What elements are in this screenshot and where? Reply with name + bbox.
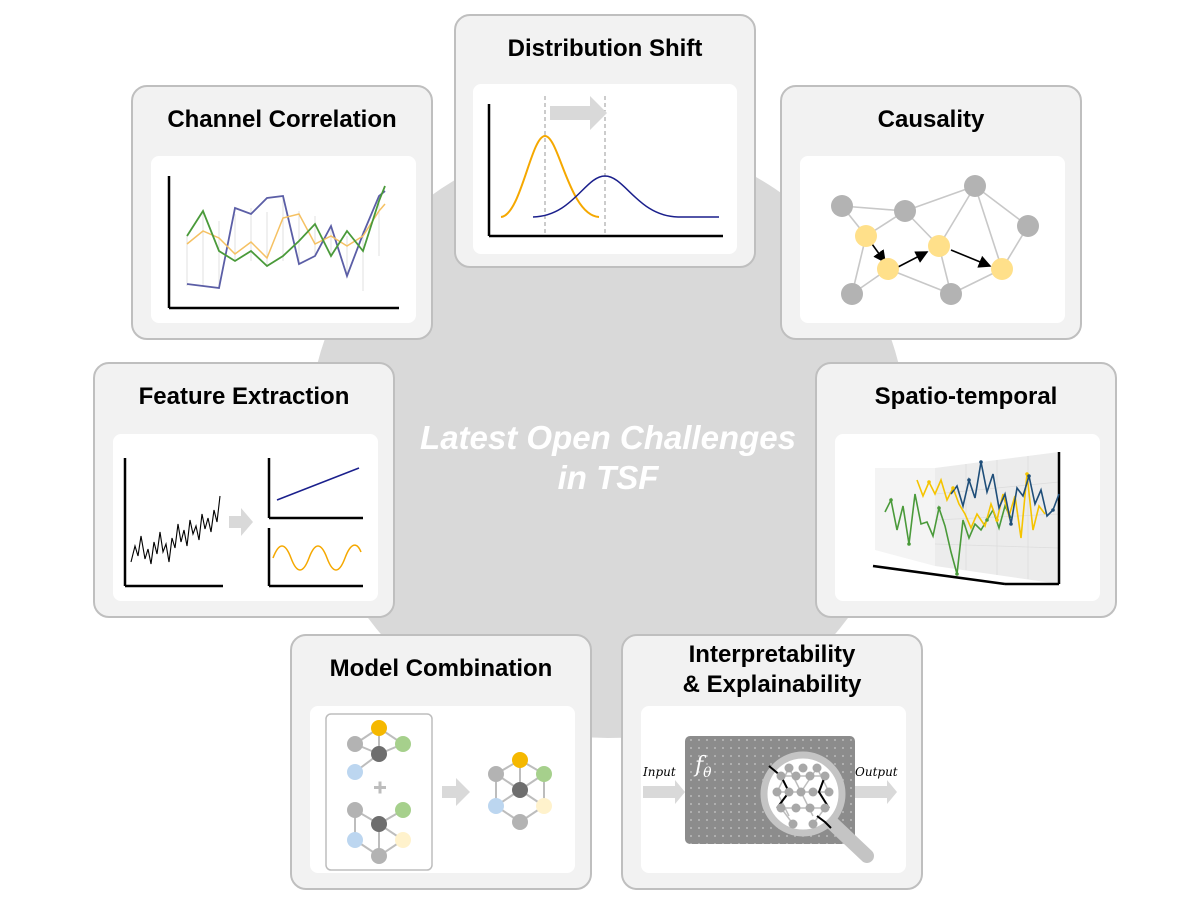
- card-title-line2: & Explainability: [682, 671, 862, 698]
- spatio-temporal-panel: [835, 434, 1100, 601]
- distribution-shift-illustration: [487, 96, 723, 238]
- card-model-combination: Model Combination: [290, 634, 592, 890]
- distribution-shift-panel: [473, 84, 737, 254]
- card-interpretability: Interpretability & Explainability Input …: [621, 634, 923, 890]
- card-distribution-shift: Distribution Shift: [454, 14, 756, 268]
- feature-extraction-panel: [113, 434, 378, 601]
- causality-graph: [831, 175, 1039, 305]
- series-orange: [186, 203, 386, 260]
- feature-extraction-illustration: [123, 458, 363, 588]
- output-arrow-icon: [855, 780, 897, 804]
- shift-arrow-icon: [550, 96, 607, 130]
- target-distribution-curve: [532, 175, 719, 218]
- center-title-line1: Latest Open Challenges: [420, 419, 796, 456]
- extraction-arrow-icon: [229, 508, 253, 536]
- series-yellow: [916, 473, 1046, 539]
- magnifier-icon: [760, 751, 874, 863]
- seasonal-component: [272, 544, 362, 571]
- causality-panel: [800, 156, 1065, 323]
- series-purple: [186, 190, 386, 289]
- trend-component: [276, 467, 360, 501]
- spatio-temporal-illustration: [872, 452, 1061, 586]
- model-combination-panel: [310, 706, 575, 873]
- source-distribution-curve: [500, 134, 600, 218]
- combine-arrow-icon: [442, 778, 470, 806]
- series-green: [884, 493, 1012, 575]
- card-channel-correlation: Channel Correlation: [131, 85, 433, 340]
- channel-correlation-illustration: [167, 176, 399, 310]
- raw-series: [130, 495, 221, 565]
- interpretability-illustration: Input fθ Output: [642, 736, 898, 863]
- card-title: Channel Correlation: [167, 106, 397, 133]
- input-label: Input: [642, 765, 676, 779]
- card-title-line1: Interpretability: [688, 641, 856, 668]
- input-arrow-icon: [643, 780, 685, 804]
- channel-correlation-panel: [151, 156, 416, 323]
- card-spatio-temporal: Spatio-temporal: [815, 362, 1117, 618]
- card-title: Distribution Shift: [507, 35, 703, 62]
- output-label: Output: [855, 765, 898, 779]
- center-title: Latest Open Challenges in TSF: [398, 418, 818, 498]
- card-title: Spatio-temporal: [874, 383, 1058, 410]
- model-parameter-label: θ: [703, 765, 712, 781]
- card-title: Model Combination: [329, 655, 553, 682]
- series-green: [186, 185, 386, 268]
- card-causality: Causality: [780, 85, 1082, 340]
- plus-icon: [374, 781, 386, 794]
- card-title: Interpretability & Explainability: [623, 640, 921, 700]
- card-feature-extraction: Feature Extraction: [93, 362, 395, 618]
- center-title-line2: in TSF: [557, 459, 659, 496]
- card-title: Feature Extraction: [138, 383, 350, 410]
- card-title: Causality: [877, 106, 985, 133]
- interpretability-panel: Input fθ Output: [641, 706, 906, 873]
- model-combination-illustration: [325, 713, 552, 871]
